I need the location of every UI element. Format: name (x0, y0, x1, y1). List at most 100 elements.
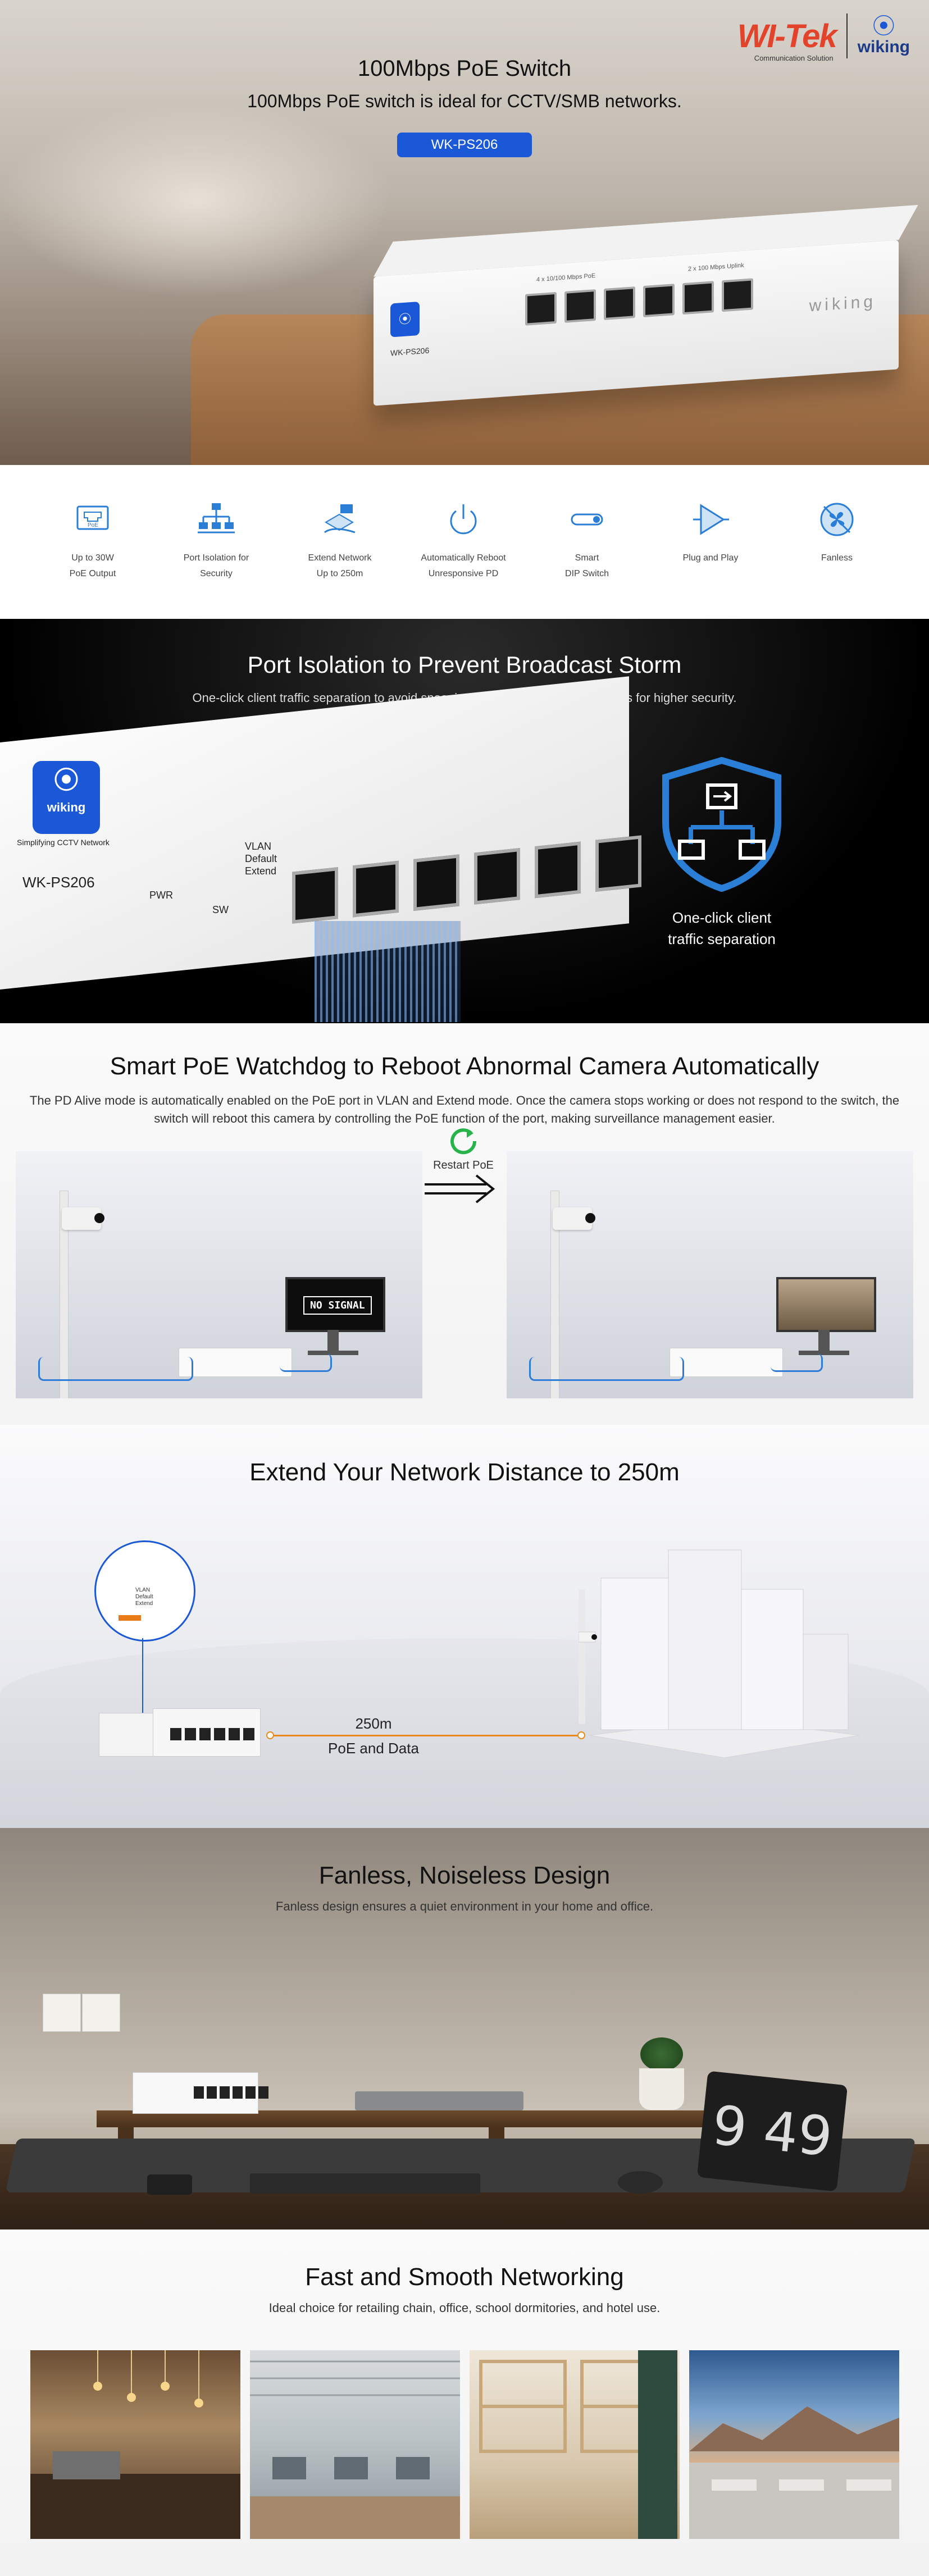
camera-icon (553, 1207, 595, 1230)
svg-text:PoE: PoE (88, 522, 98, 528)
camera-pole (550, 1191, 559, 1398)
page-subtitle: 100Mbps PoE switch is ideal for CCTV/SMB… (247, 91, 682, 111)
network-tree-icon (195, 499, 237, 540)
port (207, 2086, 217, 2099)
switch-port-label: 4 x 10/100 Mbps PoE (536, 272, 596, 284)
port (535, 841, 581, 899)
port (353, 860, 399, 918)
witek-logo-subtitle: Communication Solution (754, 54, 834, 62)
wall-socket (82, 1994, 120, 2032)
monitor-stand (327, 1330, 339, 1352)
feature-label: Port Isolation for (183, 553, 249, 563)
camera-icon (62, 1207, 104, 1230)
port (185, 1728, 196, 1740)
port (595, 835, 641, 892)
brand-divider (846, 13, 848, 58)
feature-label: Fanless (821, 553, 853, 563)
dip-mode-labels: VLAN Default Extend (245, 840, 277, 877)
section-title: Fast and Smooth Networking (305, 2263, 624, 2291)
no-signal-label: NO SIGNAL (303, 1296, 372, 1315)
witek-logo-text: WI-Tek (737, 17, 837, 54)
port (258, 2086, 268, 2099)
dip-mode-labels: VLAN Default Extend (135, 1587, 153, 1607)
port (604, 286, 635, 321)
sw-led-label: SW (212, 904, 229, 915)
phone (147, 2174, 192, 2195)
watchdog-section: Smart PoE Watchdog to Reboot Abnormal Ca… (0, 1023, 929, 1425)
switch-model-label: WK-PS206 (390, 345, 430, 358)
dip-switch-icon (566, 499, 608, 540)
feature-label: Extend Network (308, 553, 372, 563)
feature-label: Plug and Play (682, 553, 739, 563)
building-illustration (579, 1549, 860, 1758)
keyboard (250, 2173, 480, 2194)
power-reboot-icon (443, 499, 484, 540)
device-model: WK-PS206 (22, 874, 95, 891)
mode-extend-label: Extend (245, 865, 277, 877)
hotel-scene-image (689, 2350, 899, 2539)
caption-line: One-click client (672, 909, 772, 926)
pwr-led-label: PWR (149, 890, 173, 901)
monitor-base (799, 1351, 849, 1355)
port (682, 281, 714, 315)
dormitory-scene-image (470, 2350, 680, 2539)
dip-switch-zoom: VLAN Default Extend (94, 1540, 195, 1642)
port (214, 1728, 225, 1740)
wiking-logo-text: wiking (857, 38, 910, 56)
switch-port-row (170, 1728, 254, 1740)
extend-network-icon (319, 499, 361, 540)
port (243, 1728, 254, 1740)
port (643, 284, 675, 318)
distance-start-dot (266, 1731, 274, 1739)
mode-extend-label: Extend (135, 1601, 153, 1607)
section-subtitle: Fanless design ensures a quiet environme… (275, 1899, 654, 1913)
port (474, 848, 520, 905)
switch-image (179, 1348, 292, 1377)
model-badge: WK-PS206 (397, 133, 532, 157)
feature-label: Up to 30W (71, 553, 114, 563)
wall-switch (43, 1994, 81, 2032)
features-section: PoE Up to 30W PoE Output Port Isolation … (0, 465, 929, 619)
monitor-base (308, 1351, 358, 1355)
wiking-logo: ⦿ wiking (33, 761, 100, 834)
monitor-showing-video (776, 1277, 876, 1332)
network-cable (771, 1353, 823, 1372)
feature-label: Smart (575, 553, 599, 563)
port (199, 1728, 211, 1740)
mode-vlan-label: VLAN (245, 841, 272, 852)
section-description: The PD Alive mode is automatically enabl… (29, 1093, 900, 1125)
feature-dip-switch: Smart DIP Switch (531, 499, 643, 582)
switch-brand-text: wiking (809, 292, 876, 316)
switch-side-view (99, 1713, 156, 1757)
switch-image (670, 1348, 783, 1377)
restart-poe-label: Restart PoE (433, 1159, 494, 1171)
hero-section: WI-Tek ⦿ wiking Communication Solution 1… (0, 0, 929, 465)
switch-port-row (194, 2086, 268, 2099)
port (245, 2086, 256, 2099)
distance-value: 250m (355, 1715, 392, 1732)
port (292, 867, 338, 924)
switch-on-shelf (133, 2072, 268, 2114)
feature-poe-output: PoE Up to 30W PoE Output (37, 499, 149, 582)
mode-default-label: Default (135, 1594, 153, 1600)
switch-port-row (525, 278, 753, 326)
wiking-glyph-icon: ⦿ (54, 767, 79, 794)
feature-label: PoE Output (69, 569, 116, 578)
arrow-right-icon (425, 1174, 495, 1203)
distance-end-dot (577, 1731, 585, 1739)
witek-logo: WI-Tek (737, 17, 837, 55)
device-tagline: Simplifying CCTV Network (17, 838, 110, 847)
plug-and-play-icon (690, 499, 731, 540)
brand-logos: WI-Tek ⦿ wiking Communication Solution (737, 13, 910, 62)
poe-port-icon: PoE (72, 499, 113, 540)
section-title: Extend Your Network Distance to 250m (249, 1458, 680, 1486)
switch-front-view (153, 1708, 261, 1757)
isolation-caption: One-click client traffic separation (623, 907, 820, 950)
background-blur (0, 101, 393, 298)
feature-label: Security (200, 569, 233, 578)
distance-caption: PoE and Data (328, 1740, 419, 1757)
camera-pole (60, 1191, 69, 1398)
plant (640, 2037, 683, 2071)
port (229, 1728, 240, 1740)
monitor (285, 1277, 385, 1332)
